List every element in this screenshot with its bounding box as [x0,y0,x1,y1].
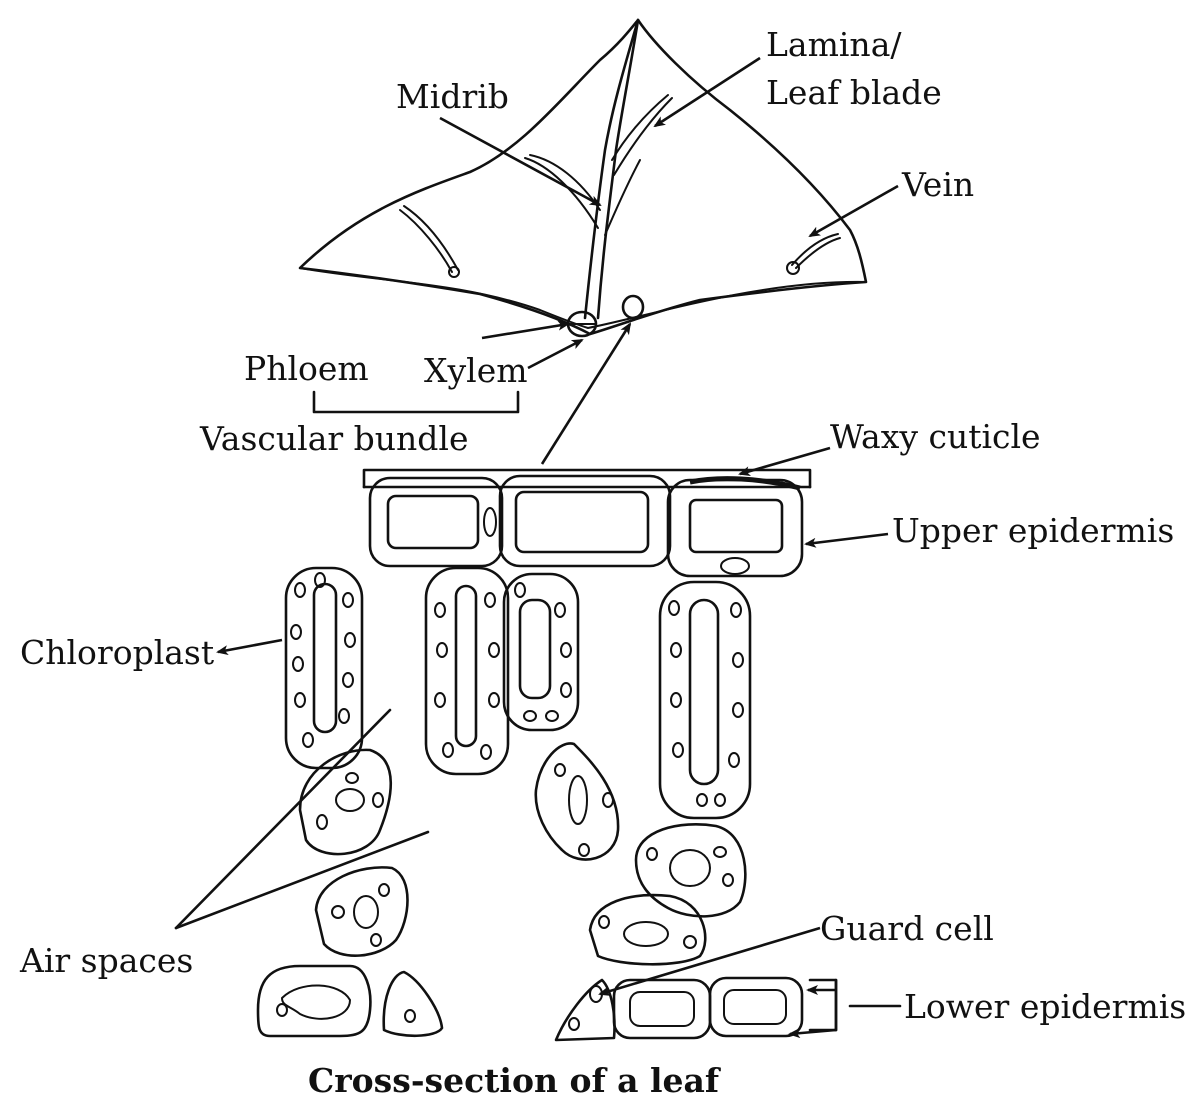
arrow-waxy-cuticle [738,446,831,477]
midrib-shape-2 [596,18,640,320]
vein-node-left [448,266,460,278]
branch-left [524,154,601,229]
label-xylem: Xylem [424,351,528,390]
annotation-lines [174,56,902,1039]
palisade-cells [284,566,752,820]
spongy-cells [298,742,747,966]
arrow-guard-cell [598,926,821,996]
label-chloroplast: Chloroplast [20,633,214,672]
labels: Lamina/ Leaf blade Midrib Vein Phloem Xy… [19,25,1186,1100]
vein-section-circle [621,294,645,320]
cuticle-bracket-top [362,468,812,489]
vein-left [399,205,459,273]
label-phloem: Phloem [244,349,369,388]
arrow-lower-epidermis-bottom [788,1028,837,1039]
leaf-blade-outline [298,18,868,336]
branch-right-2 [604,159,641,236]
arrow-midrib [439,116,602,207]
label-waxy-cuticle: Waxy cuticle [830,417,1041,456]
diagram-title: Cross-section of a leaf [308,1061,721,1100]
line-air-space-2 [174,830,430,930]
label-vascular-bundle: Vascular bundle [199,419,468,458]
leaf-drawing [298,18,868,338]
label-lower-epidermis: Lower epidermis [904,987,1186,1026]
arrow-chloroplast [216,638,283,656]
label-guard-cell: Guard cell [820,909,994,948]
label-lamina-line2: Leaf blade [766,73,942,112]
upper-epidermis-cells [362,468,812,578]
arrow-vein [808,184,899,238]
line-air-space-1 [174,708,392,930]
branch-right [611,94,673,176]
midrib-shape [583,18,640,320]
arrow-section-to-vein [540,322,632,465]
label-upper-epidermis: Upper epidermis [892,511,1174,550]
arrow-upper-epidermis [804,532,889,548]
label-midrib: Midrib [396,77,509,116]
vein-node-right [786,261,800,275]
label-vein: Vein [901,165,974,204]
vein-right [791,233,841,269]
arrow-xylem [527,338,584,370]
leaf-lower-edge [299,267,867,329]
vascular-bundle-bracket [312,390,520,414]
arrow-lamina [653,56,761,128]
label-air-spaces: Air spaces [19,941,193,980]
arrow-phloem [481,320,570,340]
lower-epidermis-cells [256,964,838,1042]
label-lamina-line1: Lamina/ [766,25,902,64]
